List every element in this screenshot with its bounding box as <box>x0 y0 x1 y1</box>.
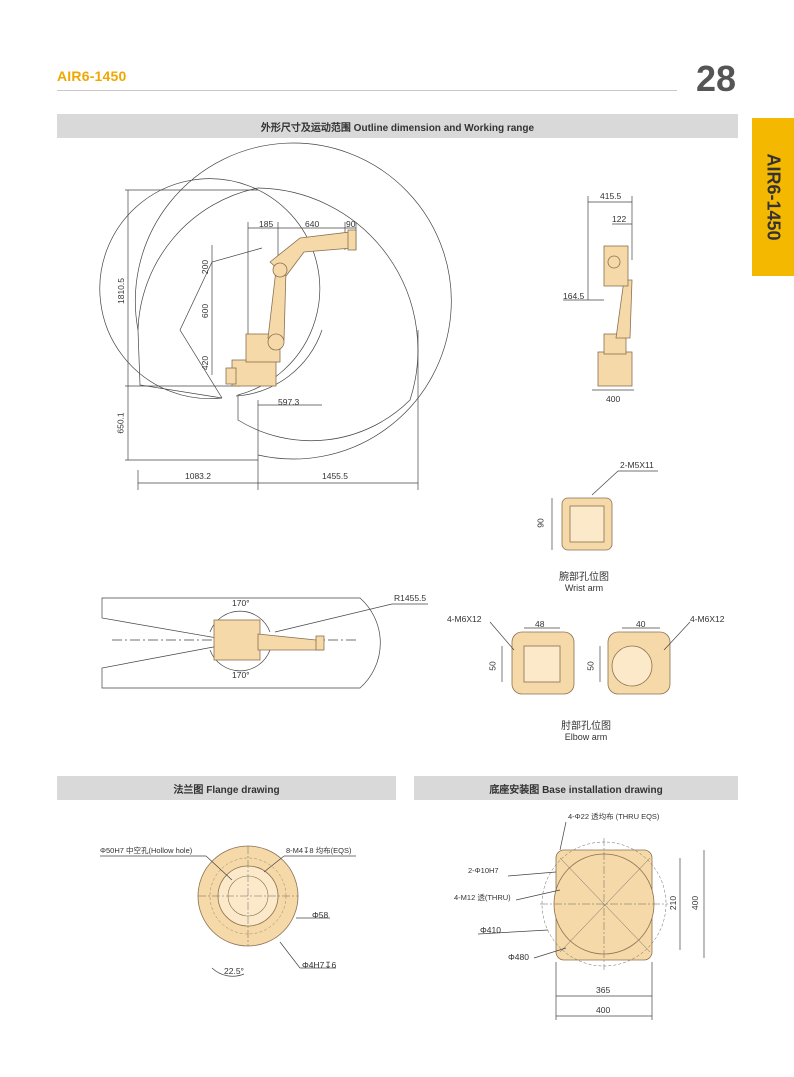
dim-1083: 1083.2 <box>185 471 211 481</box>
elbow-right-height: 50 <box>585 661 596 671</box>
dim-122: 122 <box>612 214 627 224</box>
angle-bottom: 170° <box>232 670 250 680</box>
flange-bolts: 8-M4↧8 均布(EQS) <box>286 846 352 855</box>
dim-415: 415.5 <box>600 191 622 201</box>
base-m12: 4-M12 透(THRU) <box>454 893 511 902</box>
elbow-left-width: 48 <box>535 619 545 629</box>
section-base-title: 底座安装图 Base installation drawing <box>489 784 663 796</box>
dim-90: 90 <box>346 219 356 229</box>
flange-d58: Φ58 <box>312 910 329 920</box>
base-d480: Φ480 <box>508 952 529 962</box>
elbow-caption-cn: 肘部孔位图 <box>561 721 611 732</box>
dim-200: 200 <box>200 259 211 275</box>
base-d400h: 400 <box>596 1005 611 1015</box>
elbow-left-height: 50 <box>487 661 498 671</box>
dim-1810: 1810.5 <box>116 278 126 304</box>
robot-top-view <box>213 619 325 661</box>
section-outline: 外形尺寸及运动范围 Outline dimension and Working … <box>57 114 738 138</box>
robot-front-view <box>597 245 633 387</box>
dim-600: 600 <box>200 303 211 319</box>
side-tab: AIR6-1450 <box>752 118 794 276</box>
base-d365: 365 <box>596 985 611 995</box>
robot-side-view <box>225 229 357 387</box>
wrist-caption-en: Wrist arm <box>564 583 604 593</box>
wrist-caption-cn: 腕部孔位图 <box>559 572 609 583</box>
flange-pin: Φ4H7↧6 <box>302 960 337 970</box>
dim-185: 185 <box>259 219 274 229</box>
wrist-hole-view <box>561 497 613 551</box>
angle-top: 170° <box>232 598 250 608</box>
base-d410: Φ410 <box>480 925 501 935</box>
wrist-thread: 2-M5X11 <box>620 460 654 470</box>
page-number: 28 <box>696 58 737 99</box>
header-rule <box>57 90 677 91</box>
working-range-outline <box>99 142 452 460</box>
section-flange: 法兰图 Flange drawing <box>57 776 396 800</box>
elbow-caption-en: Elbow arm <box>564 732 608 742</box>
elbow-right-thread: 4-M6X12 <box>690 614 725 624</box>
section-flange-title: 法兰图 Flange drawing <box>173 784 280 796</box>
base-d400v: 400 <box>690 895 701 911</box>
dim-597: 597.3 <box>278 397 300 407</box>
radius-label: R1455.5 <box>394 593 427 603</box>
dim-164: 164.5 <box>563 291 585 301</box>
dim-650: 650.1 <box>115 412 126 434</box>
elbow-left-thread: 4-M6X12 <box>447 614 482 624</box>
dim-420: 420 <box>200 355 211 371</box>
dim-640: 640 <box>305 219 320 229</box>
flange-drawing <box>197 845 299 947</box>
elbow-right-width: 40 <box>636 619 646 629</box>
dim-400-side: 400 <box>606 394 621 404</box>
section-base: 底座安装图 Base installation drawing <box>414 776 738 800</box>
model-title: AIR6-1450 <box>57 68 127 84</box>
flange-hollow: Φ50H7 中空孔(Hollow hole) <box>100 846 193 855</box>
base-thru: 4-Φ22 透均布 (THRU EQS) <box>568 812 660 821</box>
elbow-hole-views <box>511 631 671 695</box>
base-d210: 210 <box>668 895 679 911</box>
base-drawing <box>540 838 668 970</box>
flange-angle: 22.5° <box>224 966 244 976</box>
section-outline-title: 外形尺寸及运动范围 Outline dimension and Working … <box>260 122 535 134</box>
base-pin: 2-Φ10H7 <box>468 866 499 875</box>
wrist-dim-90: 90 <box>535 518 546 528</box>
dim-1455: 1455.5 <box>322 471 348 481</box>
